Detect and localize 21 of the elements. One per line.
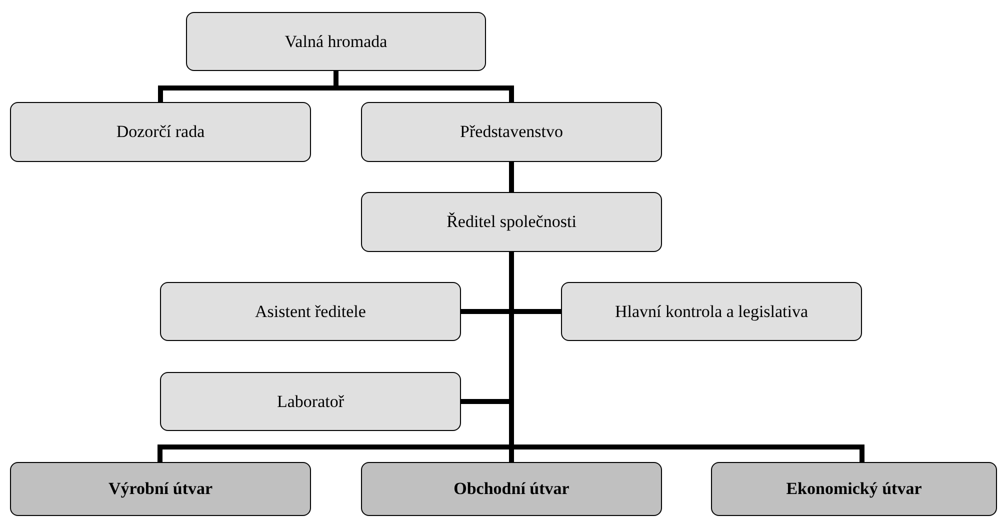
department-box [361, 462, 662, 516]
unit-name: Ekonomický útvar [786, 479, 922, 499]
org-unit-box [10, 102, 311, 162]
unit-name: Ředitel společnosti [446, 212, 576, 232]
org-unit-box [186, 12, 486, 71]
connector-line [509, 162, 514, 192]
unit-name: Asistent ředitele [255, 302, 366, 322]
unit-name: Hlavní kontrola a legislativa [614, 302, 808, 322]
org-unit-box [160, 372, 461, 431]
unit-name: Dozorčí rada [116, 122, 205, 142]
org-unit-box [160, 282, 461, 341]
unit-name: Obchodní útvar [454, 479, 570, 499]
unit-name: Představenstvo [460, 122, 563, 142]
org-unit-box [361, 102, 662, 162]
org-unit-box [561, 282, 862, 341]
unit-name: Laboratoř [276, 392, 344, 412]
org-unit-box [361, 192, 662, 252]
department-box [711, 462, 997, 516]
department-box [10, 462, 311, 516]
unit-name: Valná hromada [284, 32, 388, 52]
unit-name: Výrobní útvar [108, 479, 213, 499]
